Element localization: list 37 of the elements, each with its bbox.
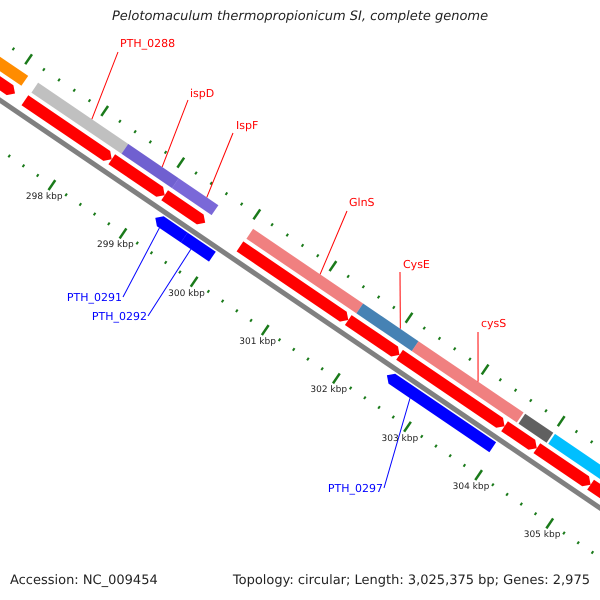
gene-bar (172, 178, 218, 216)
leader-line (122, 227, 160, 298)
scale-label: 301 kbp (239, 338, 276, 348)
scale-label: 304 kbp (452, 483, 490, 493)
leader-line (384, 398, 410, 488)
scale-label: 299 kbp (97, 241, 134, 252)
leader-line (162, 100, 188, 168)
scale-label: 303 kbp (382, 434, 418, 445)
gene-bar (246, 228, 364, 314)
map-title: Pelotomaculum thermopropionicum SI, complete genome (110, 10, 490, 24)
gene-label: PTH_0292 (92, 311, 147, 324)
gene-label: PTH_0297 (328, 483, 383, 496)
leader-line (206, 132, 234, 198)
gene-bar (356, 304, 418, 352)
gene-label: PTH_0291 (66, 292, 122, 304)
scale-label: 302 kbp (310, 386, 348, 396)
coding-region-arrow-shape (155, 216, 188, 242)
leader-line (478, 332, 479, 382)
gene-label: IspF (236, 120, 258, 132)
gene-bar (122, 144, 179, 188)
gene-bar (412, 341, 524, 422)
leader-line (320, 210, 348, 275)
accession-text: Accession: NC_009454 (10, 574, 158, 588)
gene-label: GlnS (349, 197, 375, 210)
gene-label: cysS (481, 318, 506, 330)
leader-line (148, 248, 192, 316)
gene-label: CysE (403, 259, 430, 272)
genome-info-text: Topology: circular; Length: 3,025,375 bp; Genes: 2,975 (232, 574, 590, 588)
gene-label: PTH_0288 (120, 38, 176, 50)
scale-label: 300 kbp (168, 290, 205, 300)
leader-line (91, 52, 118, 120)
scale-label: 305 kbp (524, 531, 560, 542)
scale-label: 298 kbp (26, 193, 63, 203)
gene-label: ispD (190, 88, 214, 100)
leader-line (400, 272, 401, 330)
gene-bar (31, 82, 128, 154)
coding-region-bar (180, 232, 216, 262)
